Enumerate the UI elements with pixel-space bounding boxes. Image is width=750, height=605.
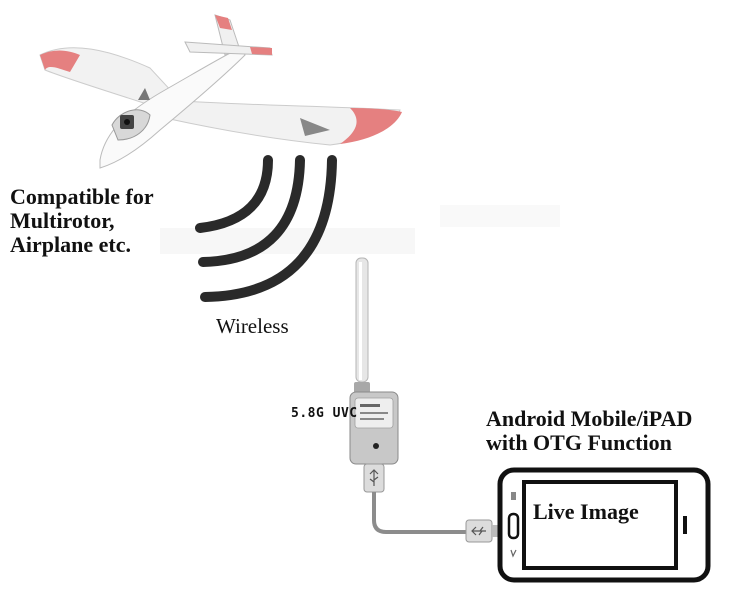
rc-airplane-icon bbox=[39, 14, 402, 169]
device-line: Android Mobile/iPAD bbox=[486, 406, 693, 431]
uvc-receiver-icon bbox=[349, 391, 399, 465]
device-line: with OTG Function bbox=[486, 430, 672, 455]
compat-line: Multirotor, bbox=[10, 208, 115, 233]
wireless-label: Wireless bbox=[216, 314, 289, 338]
compat-line: Compatible for bbox=[10, 184, 154, 209]
usb-icon bbox=[369, 469, 486, 536]
usb-cable bbox=[363, 463, 500, 543]
platform-compatibility-label: Compatible for Multirotor, Airplane etc. bbox=[10, 185, 200, 257]
background-band bbox=[440, 205, 560, 227]
compat-line: Airplane etc. bbox=[10, 232, 131, 257]
receiver-label: 5.8G UVC bbox=[291, 406, 358, 421]
antenna-icon bbox=[354, 257, 370, 394]
wireless-signal-icon bbox=[195, 155, 337, 302]
screen-label: Live Image bbox=[533, 499, 639, 524]
tablet-icon bbox=[497, 467, 711, 583]
device-label: Android Mobile/iPAD with OTG Function bbox=[486, 407, 748, 455]
